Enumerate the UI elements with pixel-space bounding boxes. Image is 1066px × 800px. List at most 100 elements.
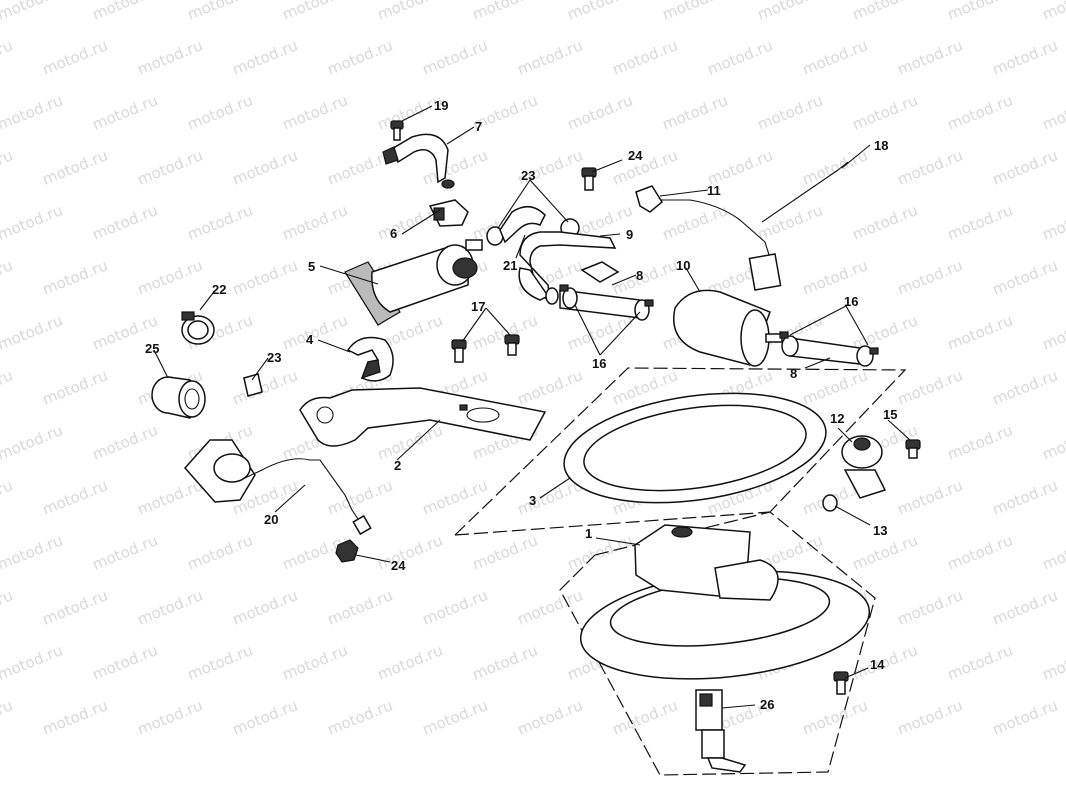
watermark-text: motod.ru: [565, 0, 636, 24]
watermark-text: motod.ru: [0, 696, 15, 738]
watermark-text: motod.ru: [800, 146, 871, 188]
watermark-text: motod.ru: [515, 366, 586, 408]
watermark-text: motod.ru: [325, 36, 396, 78]
part-24-screw: [581, 167, 597, 191]
watermark-text: motod.ru: [850, 201, 921, 243]
part-12-pressure-regulator: [841, 435, 887, 499]
watermark-text: motod.ru: [90, 641, 161, 683]
watermark-text: motod.ru: [945, 0, 1016, 24]
part-7-bracket: [382, 133, 455, 189]
watermark-text: motod.ru: [800, 366, 871, 408]
watermark-text: motod.ru: [660, 201, 731, 243]
watermark-text: motod.ru: [230, 256, 301, 298]
watermark-text: motod.ru: [90, 421, 161, 463]
watermark-text: motod.ru: [40, 146, 111, 188]
watermark-text: motod.ru: [470, 641, 541, 683]
watermark-text: motod.ru: [945, 421, 1016, 463]
part-6-connector-clip: [428, 199, 469, 227]
watermark-text: motod.ru: [0, 531, 65, 573]
watermark-text: motod.ru: [990, 366, 1061, 408]
callout-8-left: 8: [636, 268, 643, 283]
watermark-text: motod.ru: [0, 256, 15, 298]
watermark-text: motod.ru: [135, 586, 206, 628]
watermark-text: motod.ru: [470, 0, 541, 24]
watermark-text: motod.ru: [895, 586, 966, 628]
watermark-text: motod.ru: [515, 36, 586, 78]
watermark-text: motod.ru: [325, 696, 396, 738]
part-5-fuel-pump: [344, 239, 483, 326]
watermark-text: motod.ru: [470, 531, 541, 573]
callout-16-left: 16: [592, 356, 606, 371]
watermark-text: motod.ru: [420, 696, 491, 738]
watermark-text: motod.ru: [40, 36, 111, 78]
watermark-text: motod.ru: [610, 146, 681, 188]
watermark-text: motod.ru: [990, 586, 1061, 628]
watermark-text: motod.ru: [0, 366, 15, 408]
callout-18: 18: [874, 138, 888, 153]
callout-16-right: 16: [844, 294, 858, 309]
callout-15: 15: [883, 407, 897, 422]
part-23-small-clamp: [243, 373, 263, 397]
callout-4: 4: [306, 332, 314, 347]
watermark-text: motod.ru: [990, 256, 1061, 298]
callout-23-lower: 23: [267, 350, 281, 365]
watermark-text: motod.ru: [0, 146, 15, 188]
watermark-text: motod.ru: [850, 91, 921, 133]
watermark-text: motod.ru: [0, 36, 15, 78]
watermark-text: motod.ru: [420, 586, 491, 628]
watermark-text: motod.ru: [1040, 421, 1066, 463]
watermark-text: motod.ru: [230, 146, 301, 188]
watermark-layer: motod.ru motod.ru motod.ru motod.ru motod.ru…: [0, 0, 1066, 739]
watermark-text: motod.ru: [1040, 0, 1066, 24]
watermark-text: motod.ru: [375, 0, 446, 24]
watermark-text: motod.ru: [40, 256, 111, 298]
watermark-text: motod.ru: [375, 531, 446, 573]
callout-17: 17: [471, 299, 485, 314]
watermark-text: motod.ru: [90, 531, 161, 573]
watermark-text: motod.ru: [755, 0, 826, 24]
part-22-hose-clamp: [181, 311, 215, 345]
watermark-text: motod.ru: [990, 696, 1061, 738]
watermark-text: motod.ru: [280, 91, 351, 133]
watermark-text: motod.ru: [40, 586, 111, 628]
dashed-outlines: [454, 367, 907, 776]
watermark-text: motod.ru: [895, 146, 966, 188]
watermark-text: motod.ru: [375, 421, 446, 463]
watermark-text: motod.ru: [660, 91, 731, 133]
watermark-text: motod.ru: [1040, 311, 1066, 353]
watermark-text: motod.ru: [895, 256, 966, 298]
watermark-text: motod.ru: [0, 641, 65, 683]
callout-13: 13: [873, 523, 887, 538]
watermark-text: motod.ru: [945, 641, 1016, 683]
watermark-text: motod.ru: [280, 311, 351, 353]
watermark-text: motod.ru: [40, 696, 111, 738]
callout-1: 1: [585, 526, 592, 541]
part-18-cable-tie: [761, 161, 849, 223]
watermark-text: motod.ru: [470, 311, 541, 353]
callout-24-upper: 24: [628, 148, 643, 163]
watermark-text: motod.ru: [705, 36, 776, 78]
leader-lines: [153, 105, 911, 709]
watermark-text: motod.ru: [90, 201, 161, 243]
watermark-text: motod.ru: [0, 0, 65, 24]
callout-24-lower: 24: [391, 558, 406, 573]
watermark-text: motod.ru: [515, 586, 586, 628]
watermark-text: motod.ru: [185, 91, 256, 133]
part-20-wire-harness: [183, 439, 372, 536]
watermark-text: motod.ru: [325, 476, 396, 518]
watermark-text: motod.ru: [565, 91, 636, 133]
callout-8-right: 8: [790, 366, 797, 381]
watermark-text: motod.ru: [1040, 201, 1066, 243]
watermark-text: motod.ru: [135, 256, 206, 298]
callout-19: 19: [434, 98, 448, 113]
callout-9: 9: [626, 227, 633, 242]
watermark-text: motod.ru: [185, 641, 256, 683]
callout-12: 12: [830, 411, 844, 426]
watermark-text: motod.ru: [0, 91, 65, 133]
watermark-text: motod.ru: [755, 91, 826, 133]
part-1-pump-mount-plate: [579, 524, 871, 680]
callout-7: 7: [475, 119, 482, 134]
watermark-text: motod.ru: [230, 366, 301, 408]
part-14-screw: [833, 671, 849, 695]
callout-2: 2: [394, 458, 401, 473]
